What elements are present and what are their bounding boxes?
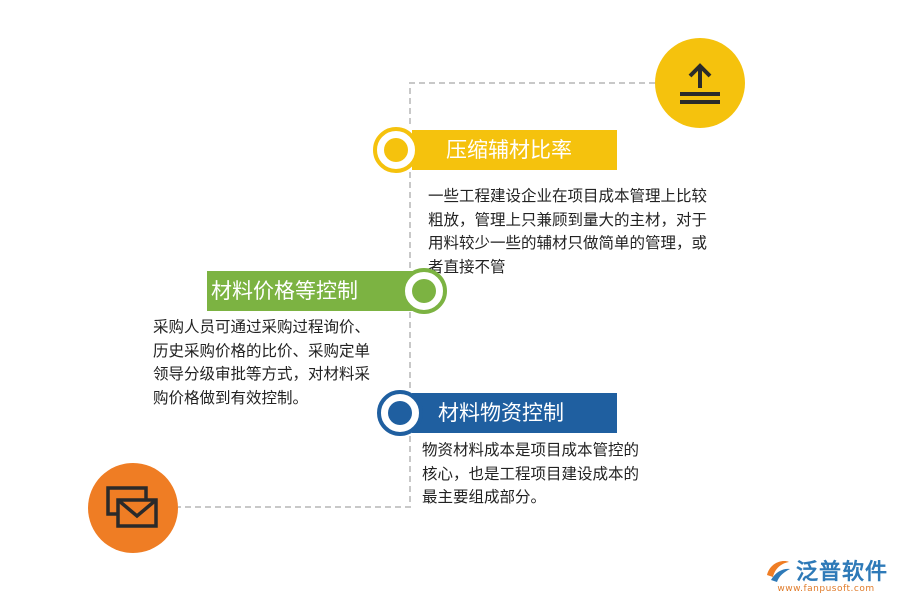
item-3-node xyxy=(377,390,423,436)
mail-icon xyxy=(106,486,158,528)
item-2-title: 材料价格等控制 xyxy=(207,271,427,311)
logo-name: 泛普软件 xyxy=(795,560,888,585)
upload-icon xyxy=(680,63,720,104)
item-1-title: 压缩辅材比率 xyxy=(412,130,617,170)
upload-circle xyxy=(655,38,745,128)
item-3-title: 材料物资控制 xyxy=(412,393,617,433)
item-2-node xyxy=(401,268,447,314)
item-1-text: 一些工程建设企业在项目成本管理上比较粗放，管理上只兼顾到量大的主材，对于用料较少… xyxy=(428,187,708,276)
logo-url: www.fanpusoft.com xyxy=(777,584,875,594)
fanpu-logo-icon xyxy=(766,561,790,582)
item-2-text: 采购人员可通过采购过程询价、历史采购价格的比价、采购定单领导分级审批等方式，对材… xyxy=(153,318,371,407)
brand-logo: 泛普软件 www.fanpusoft.com xyxy=(764,554,888,594)
item-3-text: 物资材料成本是项目成本管控的核心，也是工程项目建设成本的最主要组成部分。 xyxy=(422,441,640,506)
mail-circle xyxy=(88,463,178,553)
connector-top xyxy=(409,82,655,128)
connector-bottom xyxy=(178,436,411,508)
item-1-node xyxy=(373,127,419,173)
